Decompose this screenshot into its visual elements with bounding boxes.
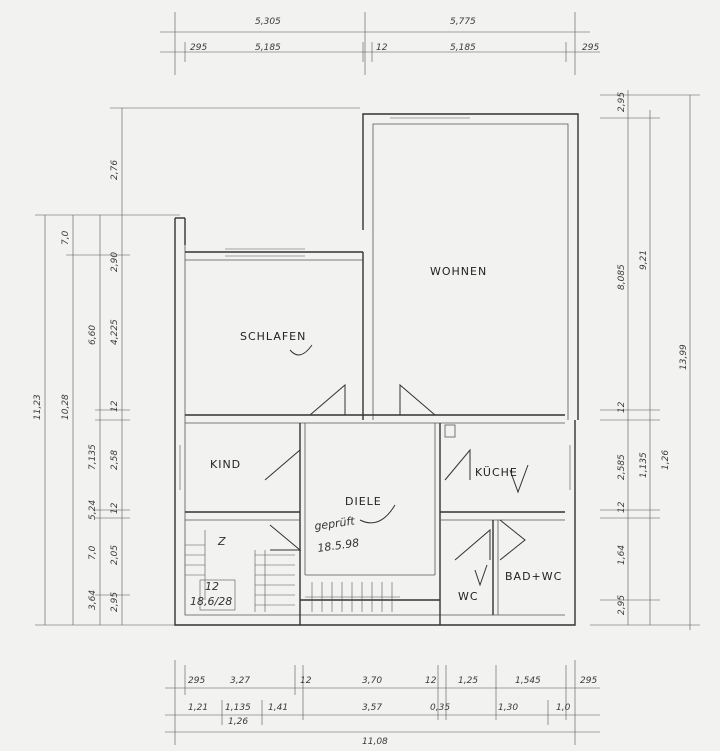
bottom-dimension-lines: 295 3,27 12 3,70 12 1,25 1,545 295 1,21 … <box>165 660 600 747</box>
dim-bottom-r2-7: 1,0 <box>556 703 571 713</box>
dim-left-sub-5: 7,0 <box>88 545 98 560</box>
bedroom-check-mark <box>289 344 313 356</box>
dim-top-total-left: 5,305 <box>255 17 281 27</box>
room-label-kind: KIND <box>210 458 241 471</box>
stair-tag: 12 <box>205 580 219 593</box>
stair-note: 18,6/28 <box>190 595 232 608</box>
room-label-kuche: KÜCHE <box>475 466 518 479</box>
dim-right-sub-2: 8,085 <box>617 264 627 290</box>
dim-bottom-r2-1: 1,21 <box>188 703 208 713</box>
dim-left-sub-10: 2,58 <box>110 450 120 470</box>
dim-bottom-total: 11,08 <box>362 737 388 747</box>
dim-left-sub-4: 5,24 <box>88 500 98 520</box>
dim-bottom-r2b: 1,26 <box>228 717 248 727</box>
dim-right-sub-4: 2,585 <box>617 454 627 480</box>
dim-left-sub-12: 2,05 <box>110 545 120 565</box>
dim-left-sub-1: 7,0 <box>61 230 71 245</box>
dim-bottom-r1-5: 12 <box>425 676 437 686</box>
room-label-wohnen: WOHNEN <box>430 265 487 278</box>
signature-approved: geprüft <box>314 514 357 533</box>
dim-right-sub-5: 1,135 <box>639 452 649 478</box>
doors <box>264 383 526 561</box>
annotations: 18,6/28 12 geprüft 18.5.98 Z <box>190 344 529 608</box>
dim-bottom-r2-6: 1,30 <box>498 703 518 713</box>
wc-check-mark <box>474 564 488 587</box>
dim-bottom-r1-2: 3,27 <box>230 676 250 686</box>
dim-bottom-r1-7: 1,545 <box>515 676 541 686</box>
dim-left-sub-2: 6,60 <box>88 325 98 345</box>
left-dimension-lines: 11,23 10,28 7,0 6,60 7,135 5,24 7,0 2,76… <box>33 107 360 626</box>
dim-top-seg-3: 12 <box>376 43 388 53</box>
dim-right-sub-6: 1,26 <box>661 450 671 470</box>
dim-left-overall-2: 10,28 <box>61 394 71 420</box>
top-dimension-lines: 5,305 5,775 295 5,185 12 5,185 295 <box>160 12 600 75</box>
dim-bottom-r1-3: 12 <box>300 676 312 686</box>
dim-bottom-r1-4: 3,70 <box>362 676 382 686</box>
dim-bottom-r2-3: 1,41 <box>268 703 288 713</box>
dim-right-overall-2: 9,21 <box>639 250 649 270</box>
dim-left-sub-6: 2,76 <box>110 160 120 180</box>
room-label-bad: BAD+WC <box>505 570 562 583</box>
signature-mark: Z <box>217 535 226 548</box>
stairs <box>185 530 400 612</box>
room-label-schlafen: SCHLAFEN <box>240 330 306 343</box>
dim-left-sub-14: 3,64 <box>88 590 98 610</box>
dim-bottom-r1-6: 1,25 <box>458 676 478 686</box>
dim-left-sub-11: 12 <box>110 502 120 514</box>
dim-bottom-r2-4: 3,57 <box>362 703 382 713</box>
dim-top-total-right: 5,775 <box>450 17 476 27</box>
dim-bottom-r1-1: 295 <box>188 676 205 686</box>
dim-left-sub-8: 4,225 <box>110 319 120 345</box>
dim-left-sub-9: 12 <box>110 400 120 412</box>
dim-left-overall-1: 11,23 <box>33 394 43 420</box>
dim-right-sub-1: 2,95 <box>617 92 627 112</box>
dim-right-sub-7: 12 <box>617 501 627 513</box>
room-label-diele: DIELE <box>345 495 382 508</box>
signature-date: 18.5.98 <box>317 536 360 555</box>
dim-left-sub-3: 7,135 <box>88 444 98 470</box>
room-label-wc: WC <box>458 590 479 603</box>
dim-top-seg-4: 5,185 <box>450 43 476 53</box>
right-dimension-lines: 2,95 8,085 9,21 13,99 12 2,585 1,135 1,2… <box>590 90 700 630</box>
dim-bottom-r2-2: 1,135 <box>225 703 251 713</box>
dim-right-sub-8: 1,64 <box>617 545 627 565</box>
dim-left-sub-13: 2,95 <box>110 592 120 612</box>
dim-top-seg-5: 295 <box>582 43 599 53</box>
dim-right-overall-1: 13,99 <box>679 344 689 370</box>
walls <box>174 113 579 626</box>
signature-scribble <box>359 504 396 524</box>
kitchen-check-mark <box>509 464 529 494</box>
dim-right-sub-3: 12 <box>617 401 627 413</box>
dim-bottom-r1-8: 295 <box>580 676 597 686</box>
dim-left-sub-7: 2,90 <box>110 252 120 272</box>
dim-top-seg-1: 295 <box>190 43 207 53</box>
dim-bottom-r2-5: 0,35 <box>430 703 450 713</box>
dim-top-seg-2: 5,185 <box>255 43 281 53</box>
dim-right-sub-9: 2,95 <box>617 595 627 615</box>
room-labels: WOHNEN SCHLAFEN KIND DIELE KÜCHE WC BAD+… <box>210 265 562 603</box>
